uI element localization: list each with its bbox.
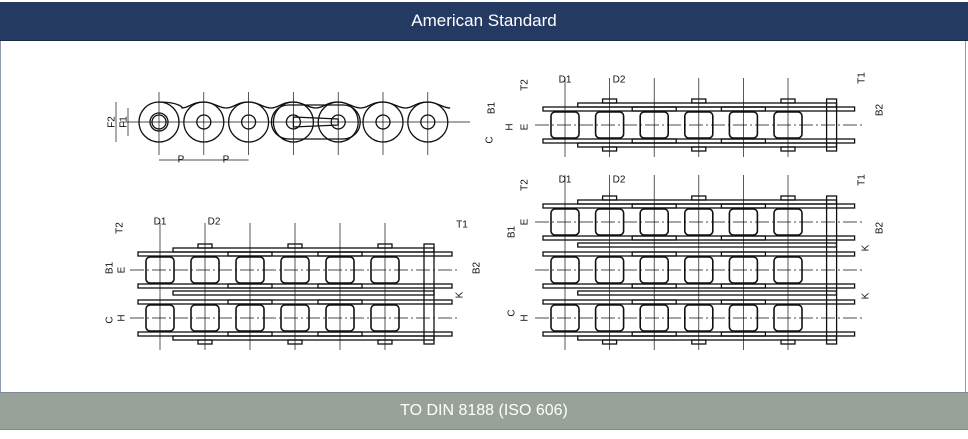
label-k: K <box>861 292 872 299</box>
label-k: K <box>455 291 466 298</box>
label-d2: D2 <box>208 217 221 228</box>
pin-head <box>601 146 618 152</box>
pin-head <box>197 339 213 345</box>
label-b2: B2 <box>472 261 483 274</box>
pin-head <box>601 195 618 201</box>
pin-head <box>691 339 707 345</box>
connecting-pin <box>825 98 838 152</box>
pin-head <box>780 146 796 152</box>
pin-head <box>287 243 303 249</box>
label-f2: F2 <box>107 116 118 128</box>
pin-head <box>780 98 796 104</box>
pin-head <box>780 195 796 201</box>
label-b1: B1 <box>105 261 116 274</box>
pin-head <box>377 339 393 345</box>
label-b2: B2 <box>875 103 886 116</box>
label-e: E <box>117 266 128 273</box>
label-t2: T2 <box>520 179 531 191</box>
connecting-link-clip <box>292 116 339 128</box>
pin-head <box>287 339 303 345</box>
label-h: H <box>505 123 516 130</box>
pin-head <box>377 243 393 249</box>
connecting-pin <box>423 243 435 345</box>
label-p: P <box>223 155 230 166</box>
label-t1: T1 <box>857 174 868 186</box>
pin-head <box>197 243 213 249</box>
label-c: C <box>105 316 116 323</box>
label-d1: D1 <box>559 175 572 186</box>
pin-head <box>691 195 707 201</box>
outer-plate <box>577 290 838 296</box>
pin-head <box>691 146 707 152</box>
label-t1: T1 <box>857 72 868 84</box>
pin-head <box>691 98 707 104</box>
pin-head <box>780 339 796 345</box>
outer-plate <box>577 242 838 248</box>
footer-standard-text: TO DIN 8188 (ISO 606) <box>400 402 568 419</box>
label-h: H <box>520 314 531 321</box>
label-d1: D1 <box>559 75 572 86</box>
label-e: E <box>520 218 531 225</box>
label-e: E <box>520 123 531 130</box>
label-b1: B1 <box>487 101 498 114</box>
label-c: C <box>485 136 496 143</box>
footer-bar: TO DIN 8188 (ISO 606) <box>0 392 968 430</box>
label-f1: F1 <box>119 116 130 128</box>
label-c: C <box>507 309 518 316</box>
label-h: H <box>117 314 128 321</box>
header-title: American Standard <box>411 11 557 30</box>
connecting-pin <box>825 195 838 345</box>
pin-head <box>601 98 618 104</box>
label-d1: D1 <box>154 217 167 228</box>
label-k: K <box>861 244 872 251</box>
label-p: P <box>178 155 185 166</box>
label-t1: T1 <box>456 220 468 231</box>
label-b2: B2 <box>875 221 886 234</box>
label-t2: T2 <box>115 222 126 234</box>
header-bar: American Standard <box>0 2 968 41</box>
label-d2: D2 <box>613 75 626 86</box>
pin-head <box>601 339 618 345</box>
label-t2: T2 <box>520 79 531 91</box>
label-d2: D2 <box>613 175 626 186</box>
label-b1: B1 <box>507 225 518 238</box>
outer-plate <box>172 290 435 296</box>
